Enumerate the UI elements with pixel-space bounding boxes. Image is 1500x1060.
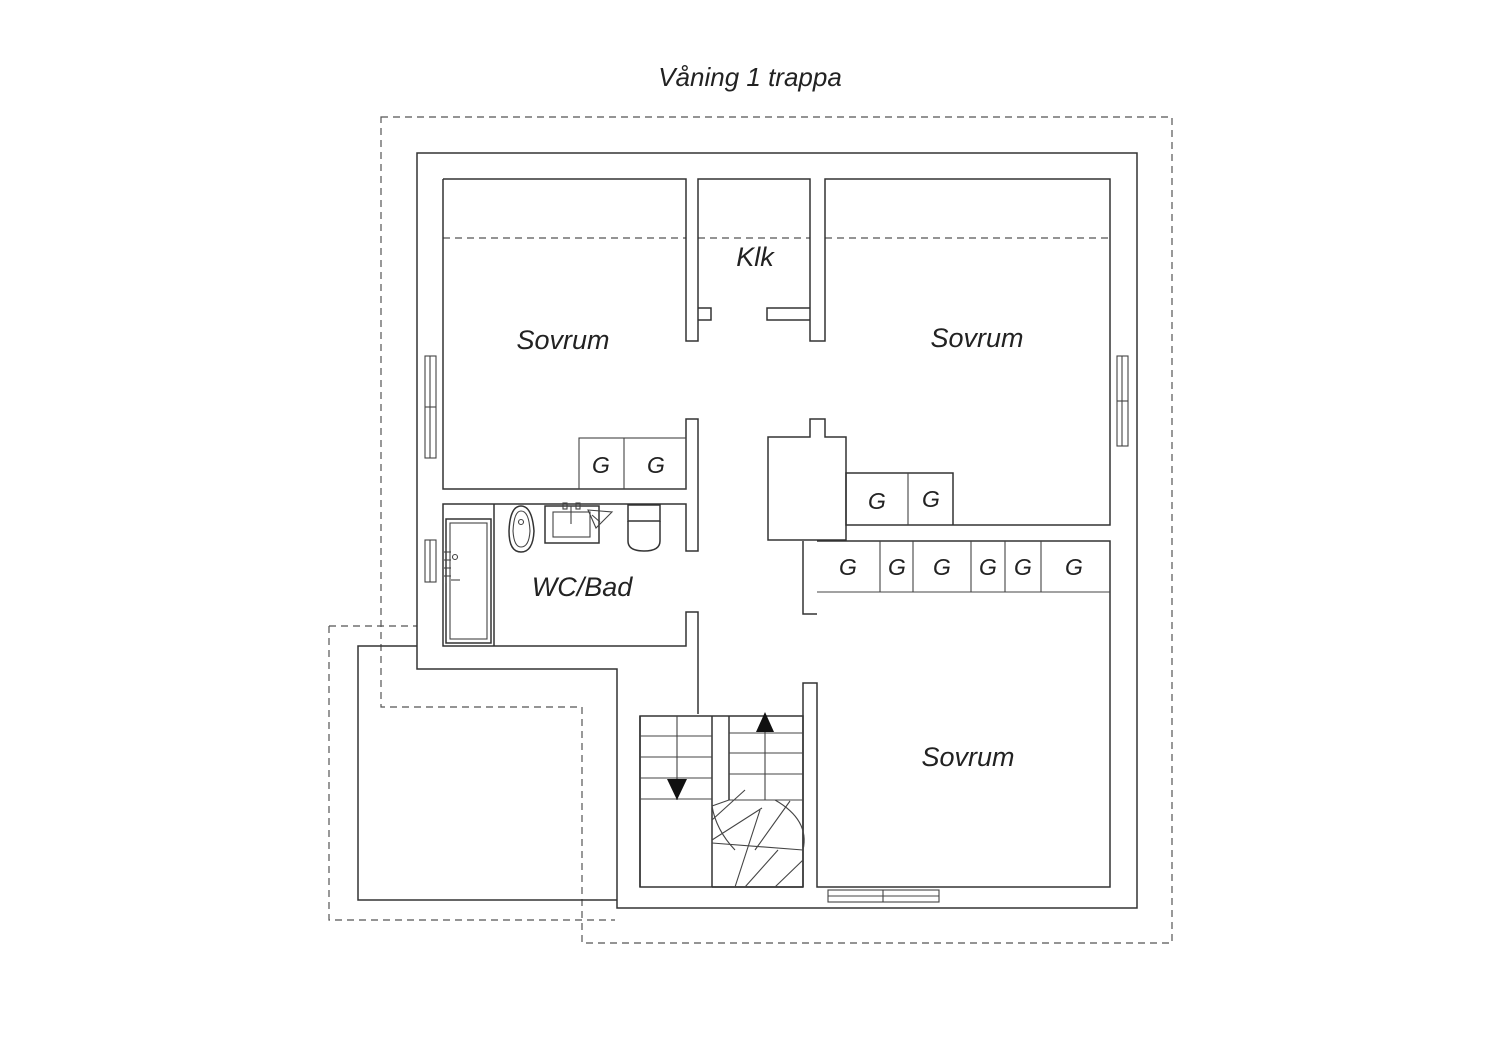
roof-outline (328, 116, 1173, 944)
closet-label: G (592, 452, 610, 478)
closet-label: G (922, 486, 940, 512)
window-west-lower (424, 539, 437, 583)
closet-label: G (647, 452, 665, 478)
sink-icon (544, 502, 614, 544)
closet-label: G (868, 488, 886, 514)
staircase (639, 716, 805, 888)
closets-nw (578, 437, 687, 490)
window-south (827, 889, 940, 903)
down-arrow-icon (667, 778, 687, 800)
room-label-sovrum-ne: Sovrum (930, 323, 1023, 353)
closet-label: G (1014, 554, 1032, 580)
up-arrow-icon (756, 712, 774, 733)
toilet-icon (627, 504, 661, 552)
closet-label: G (979, 554, 997, 580)
room-label-klk: Klk (736, 242, 775, 272)
bathtub-icon (444, 518, 492, 644)
closets-row (817, 541, 1110, 593)
floor-title: Våning 1 trappa (658, 62, 842, 92)
window-west-upper (424, 355, 437, 459)
closet-label: G (839, 554, 857, 580)
closet-label: G (888, 554, 906, 580)
room-label-sovrum-nw: Sovrum (516, 325, 609, 355)
room-label-wc-bad: WC/Bad (532, 572, 634, 602)
window-east (1116, 355, 1129, 447)
closet-label: G (933, 554, 951, 580)
room-label-sovrum-se: Sovrum (921, 742, 1014, 772)
bidet-icon (508, 505, 535, 553)
closet-label: G (1065, 554, 1083, 580)
